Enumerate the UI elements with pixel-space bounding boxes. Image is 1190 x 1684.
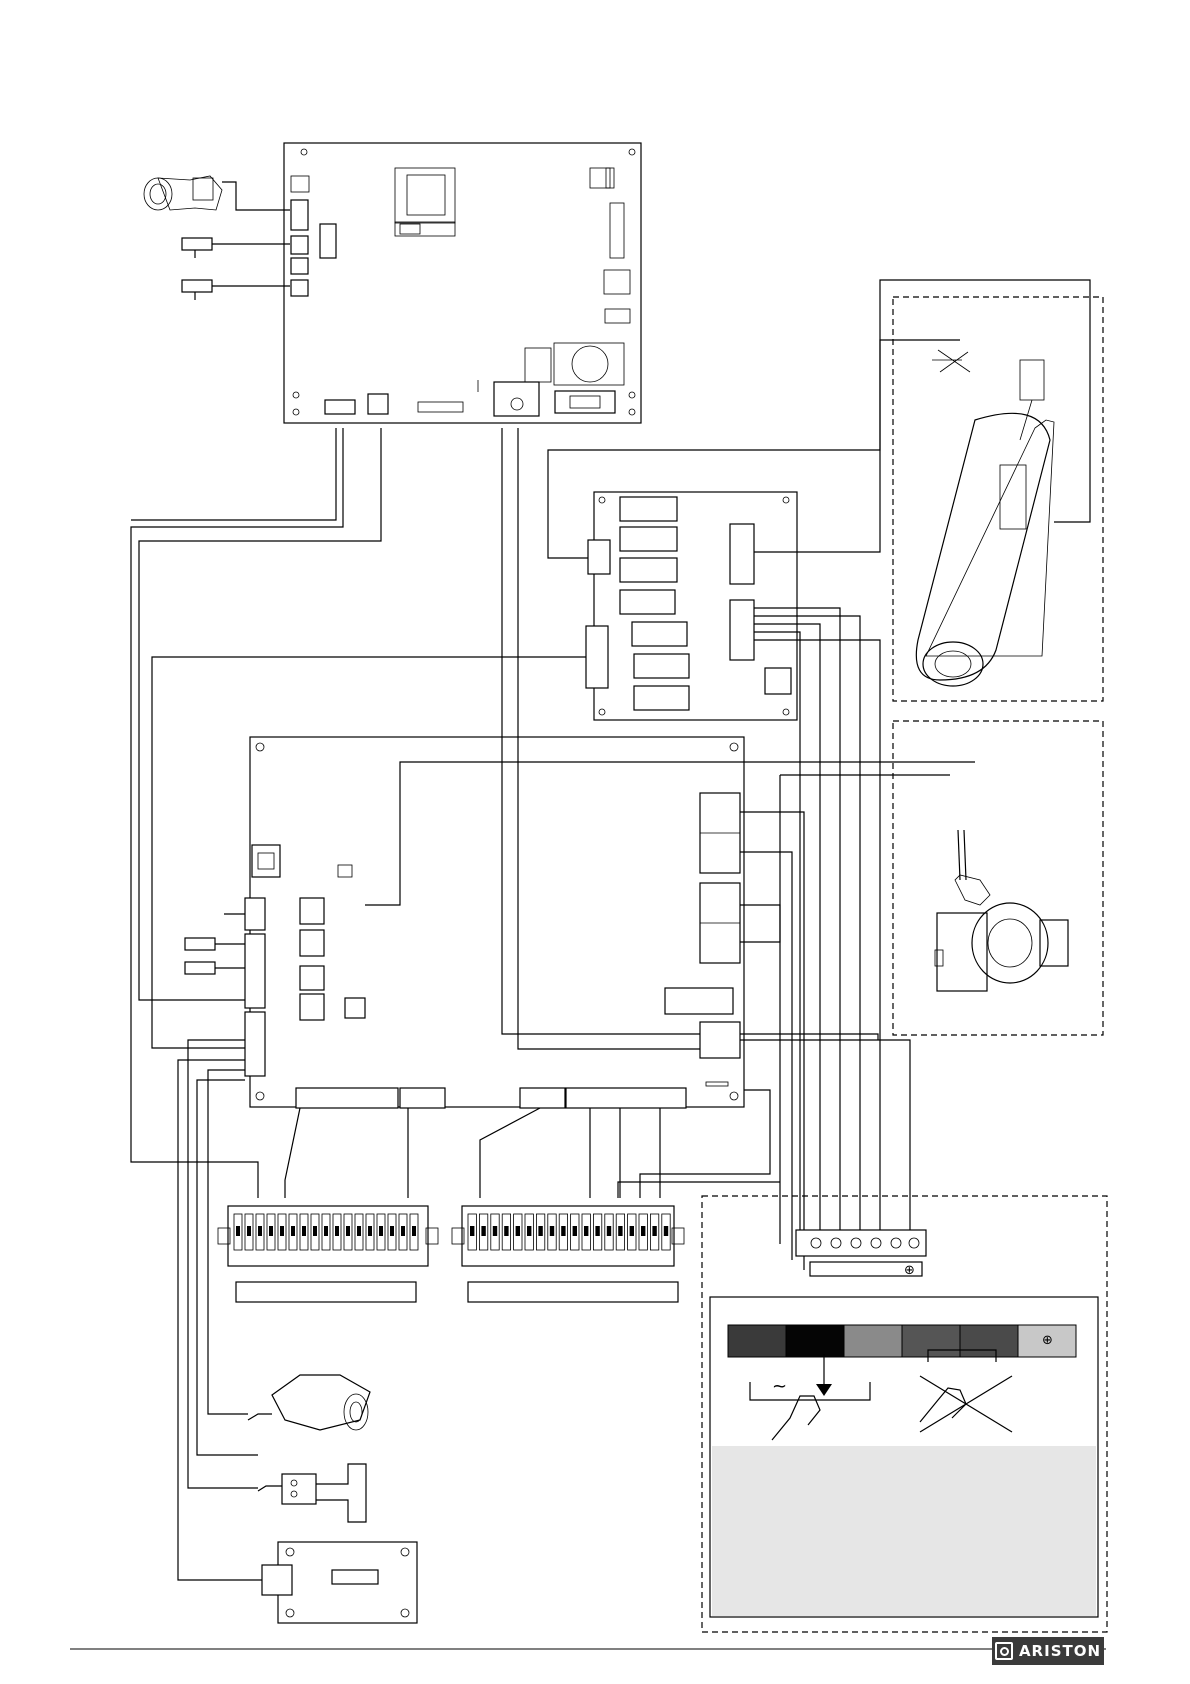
- circulation-pump: [935, 830, 1068, 991]
- terminal-screw: [324, 1226, 328, 1236]
- ntc-sensor-2: [182, 280, 290, 300]
- terminal-screw: [379, 1226, 383, 1236]
- house-icon: [995, 1642, 1013, 1660]
- wire-color-swatch-grey: [844, 1325, 902, 1357]
- main-control-board: [284, 143, 641, 423]
- safety-thermostat: [258, 1464, 366, 1522]
- terminal-screw: [258, 1226, 262, 1236]
- notice-panel: [712, 1446, 1096, 1616]
- terminal-screw: [302, 1226, 306, 1236]
- storage-tank: [916, 350, 1054, 686]
- terminal-screw: [595, 1226, 599, 1236]
- brand-name: ARISTON: [1019, 1642, 1101, 1660]
- flow-sensor-top: [144, 176, 290, 210]
- relay-board: [586, 492, 797, 720]
- terminal-screw: [652, 1226, 656, 1236]
- terminal-screw: [493, 1226, 497, 1236]
- earth-symbol-legend: ⊕: [1042, 1333, 1053, 1348]
- terminal-screw: [368, 1226, 372, 1236]
- terminal-screw: [280, 1226, 284, 1236]
- terminal-screw: [504, 1226, 508, 1236]
- terminal-screw: [573, 1226, 577, 1236]
- ariston-logo: ARISTON: [992, 1637, 1104, 1665]
- terminal-screw: [664, 1226, 668, 1236]
- terminal-block-right: [452, 1206, 684, 1302]
- terminal-screw: [607, 1226, 611, 1236]
- terminal-block-left: [218, 1206, 438, 1302]
- terminal-screw: [470, 1226, 474, 1236]
- terminal-screw: [291, 1226, 295, 1236]
- gas-valve: [248, 1375, 370, 1430]
- connection-notice: ⊕ ~: [710, 1297, 1098, 1617]
- ac-symbol: ~: [772, 1376, 787, 1397]
- terminal-screw: [641, 1226, 645, 1236]
- mains-terminal-strip: ⊕: [796, 1230, 926, 1278]
- terminal-screw: [584, 1226, 588, 1236]
- terminal-screw: [401, 1226, 405, 1236]
- wire-color-swatch-black: [786, 1325, 844, 1357]
- terminal-screw: [313, 1226, 317, 1236]
- terminal-screw: [561, 1226, 565, 1236]
- interface-board: [245, 737, 744, 1108]
- pump-enclosure: [893, 721, 1103, 1035]
- terminal-screw: [630, 1226, 634, 1236]
- terminal-screw: [618, 1226, 622, 1236]
- display-board: [262, 1542, 417, 1623]
- terminal-screw: [516, 1226, 520, 1236]
- terminal-screw: [527, 1226, 531, 1236]
- terminal-screw: [357, 1226, 361, 1236]
- terminal-screw: [481, 1226, 485, 1236]
- wire-color-swatch-dark-grey-2: [960, 1325, 1018, 1357]
- terminal-screw: [412, 1226, 416, 1236]
- ntc-sensor-1: [182, 238, 290, 258]
- terminal-screw: [236, 1226, 240, 1236]
- earth-symbol-strip: ⊕: [904, 1263, 915, 1278]
- terminal-screw: [538, 1226, 542, 1236]
- terminal-screw: [335, 1226, 339, 1236]
- terminal-screw: [550, 1226, 554, 1236]
- terminal-screw: [346, 1226, 350, 1236]
- terminal-screw: [390, 1226, 394, 1236]
- wire-color-swatch-dark-grey-1: [902, 1325, 960, 1357]
- terminal-screw: [247, 1226, 251, 1236]
- terminal-screw: [269, 1226, 273, 1236]
- wire-color-swatch-brown: [728, 1325, 786, 1357]
